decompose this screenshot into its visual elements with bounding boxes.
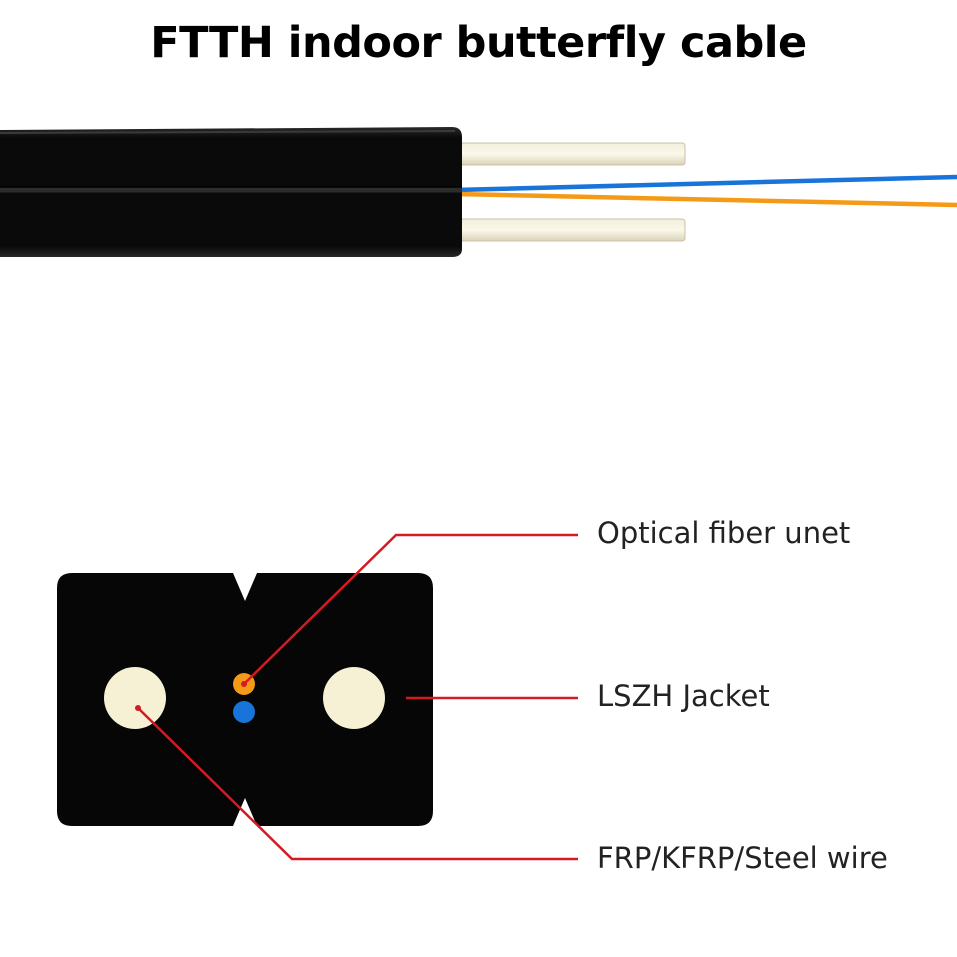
cable-cross-section — [57, 573, 433, 826]
label-lszh-jacket: LSZH Jacket — [597, 679, 770, 713]
leader-fiber-unit — [243, 533, 578, 685]
leader-lines — [135, 533, 578, 861]
orange-fiber — [452, 191, 957, 208]
frp-rod-left — [104, 667, 166, 729]
strength-member-top — [439, 142, 686, 166]
blue-fiber — [452, 174, 957, 193]
label-optical-fiber-unit: Optical fiber unet — [597, 516, 851, 550]
strength-member-bottom — [439, 218, 686, 242]
lszh-jacket-section — [57, 573, 433, 826]
frp-rod-right — [323, 667, 385, 729]
leader-strength-member — [137, 707, 578, 861]
label-strength-member: FRP/KFRP/Steel wire — [597, 841, 888, 875]
page-title: FTTH indoor butterfly cable — [150, 18, 807, 68]
cable-side-view — [0, 127, 957, 257]
fiber-blue-dot — [233, 701, 255, 723]
